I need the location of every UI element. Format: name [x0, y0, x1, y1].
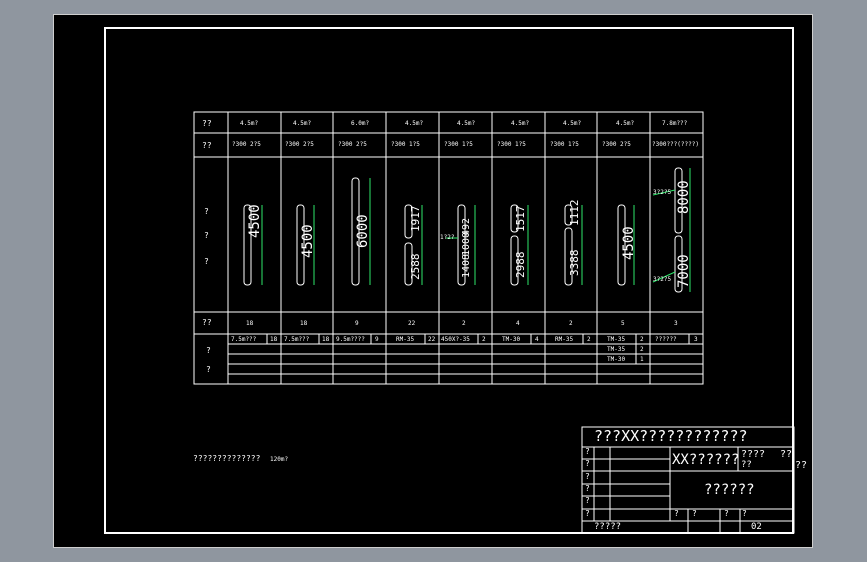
- title-block-row-3: ?: [585, 472, 590, 481]
- part-name-2: 7.5m???: [284, 336, 310, 343]
- title-block-row-4: ?: [585, 484, 590, 493]
- header-top-col8: 4.5m?: [616, 120, 635, 127]
- header-top-col7: 4.5m?: [563, 120, 582, 127]
- part-qty-4: 22: [428, 336, 436, 343]
- bottom-label-1: ?: [206, 346, 211, 355]
- part-name-9: ??????: [655, 336, 677, 343]
- header-label-type: ??: [202, 119, 212, 128]
- title-block-field-a: ????: [741, 449, 766, 460]
- title-block-field-b: ??: [780, 449, 793, 460]
- part-qty-8: 2: [640, 336, 644, 343]
- row-label-1: ?: [204, 207, 209, 216]
- header-top-col4: 4.5m?: [405, 120, 424, 127]
- note-text: ??????????????: [193, 454, 261, 463]
- part-name-7: RM-35: [555, 336, 574, 343]
- part-extra-name-1: TM-35: [607, 346, 626, 353]
- pile-table-border: [193, 111, 704, 385]
- title-block-row-5: ?: [585, 496, 590, 505]
- part-qty-7: 2: [587, 336, 591, 343]
- title-block-company: XX??????: [672, 452, 740, 468]
- header-spec-col2: ?300 2?5: [285, 141, 314, 148]
- bottom-label-2: ?: [206, 365, 211, 374]
- header-top-col3: 6.0m?: [351, 120, 370, 127]
- part-name-1: 7.5m???: [231, 336, 257, 343]
- count-col9: 3: [674, 320, 678, 327]
- header-label-spec: ??: [202, 141, 212, 150]
- title-block-row-2: ?: [585, 459, 590, 468]
- count-col7: 2: [569, 320, 573, 327]
- header-top-col2: 4.5m?: [293, 120, 312, 127]
- header-spec-col4: ?300 1?5: [391, 141, 420, 148]
- count-col4: 22: [408, 320, 416, 327]
- header-top-col1: 4.5m?: [240, 120, 259, 127]
- header-spec-col5: ?300 1?5: [444, 141, 473, 148]
- count-col5: 2: [462, 320, 466, 327]
- part-extra-name-2: TM-30: [607, 356, 626, 363]
- drawing-frame: [104, 27, 794, 534]
- count-label: ??: [202, 318, 212, 327]
- drawing-sheet: [53, 14, 813, 548]
- title-block-bottom-cell-4: ?: [742, 509, 747, 518]
- title-block-bottom-cell-3: ?: [724, 509, 729, 518]
- part-name-5: 450X?-35: [441, 336, 470, 343]
- part-qty-3: 9: [375, 336, 379, 343]
- part-name-4: RM-35: [396, 336, 415, 343]
- count-col3: 9: [355, 320, 359, 327]
- note-value: 120m?: [270, 456, 289, 463]
- pile-figures: [243, 167, 683, 293]
- part-name-3: 9.5m????: [336, 336, 365, 343]
- title-block-number: 02: [751, 522, 762, 532]
- header-top-col5: 4.5m?: [457, 120, 476, 127]
- title-block-drawing-name: ??????: [704, 482, 755, 498]
- title-block-bottom-left: ?????: [594, 522, 622, 532]
- title-block-main: ???XX????????????: [594, 427, 748, 445]
- part-name-6: TM-30: [502, 336, 521, 343]
- count-col2: 18: [300, 320, 308, 327]
- count-col6: 4: [516, 320, 520, 327]
- header-spec-col9: ?300???(????): [652, 141, 699, 148]
- row-label-2: ?: [204, 231, 209, 240]
- title-block-outside: ??: [795, 460, 808, 471]
- part-qty-2: 18: [322, 336, 330, 343]
- part-qty-5: 2: [482, 336, 486, 343]
- part-extra-qty-1: 2: [640, 346, 644, 353]
- count-col8: 5: [621, 320, 625, 327]
- dim-c5-tag: 1?2?: [440, 234, 455, 241]
- title-block-bottom-cell-2: ?: [692, 509, 697, 518]
- title-block-bottom-cell-1: ?: [674, 509, 679, 518]
- title-block-row-6: ?: [585, 509, 590, 518]
- dim-c9-tag2: 3?2?5: [653, 276, 672, 283]
- dim-c9-tag1: 3?2?5: [653, 189, 672, 196]
- part-name-8: TM-35: [607, 336, 626, 343]
- count-col1: 18: [246, 320, 254, 327]
- header-spec-col3: ?300 2?5: [338, 141, 367, 148]
- header-spec-col7: ?300 1?5: [550, 141, 579, 148]
- row-label-3: ?: [204, 257, 209, 266]
- title-block-field-c: ??: [741, 460, 752, 470]
- part-qty-9: 3: [694, 336, 698, 343]
- title-block-row-1: ?: [585, 447, 590, 456]
- header-spec-col8: ?300 2?5: [602, 141, 631, 148]
- header-top-col6: 4.5m?: [511, 120, 530, 127]
- dimension-lines: [261, 168, 691, 292]
- part-qty-1: 18: [270, 336, 278, 343]
- part-qty-6: 4: [535, 336, 539, 343]
- header-spec-col6: ?300 1?5: [497, 141, 526, 148]
- header-top-col9: 7.8m???: [662, 120, 688, 127]
- part-extra-qty-2: 1: [640, 356, 644, 363]
- header-spec-col1: ?300 2?5: [232, 141, 261, 148]
